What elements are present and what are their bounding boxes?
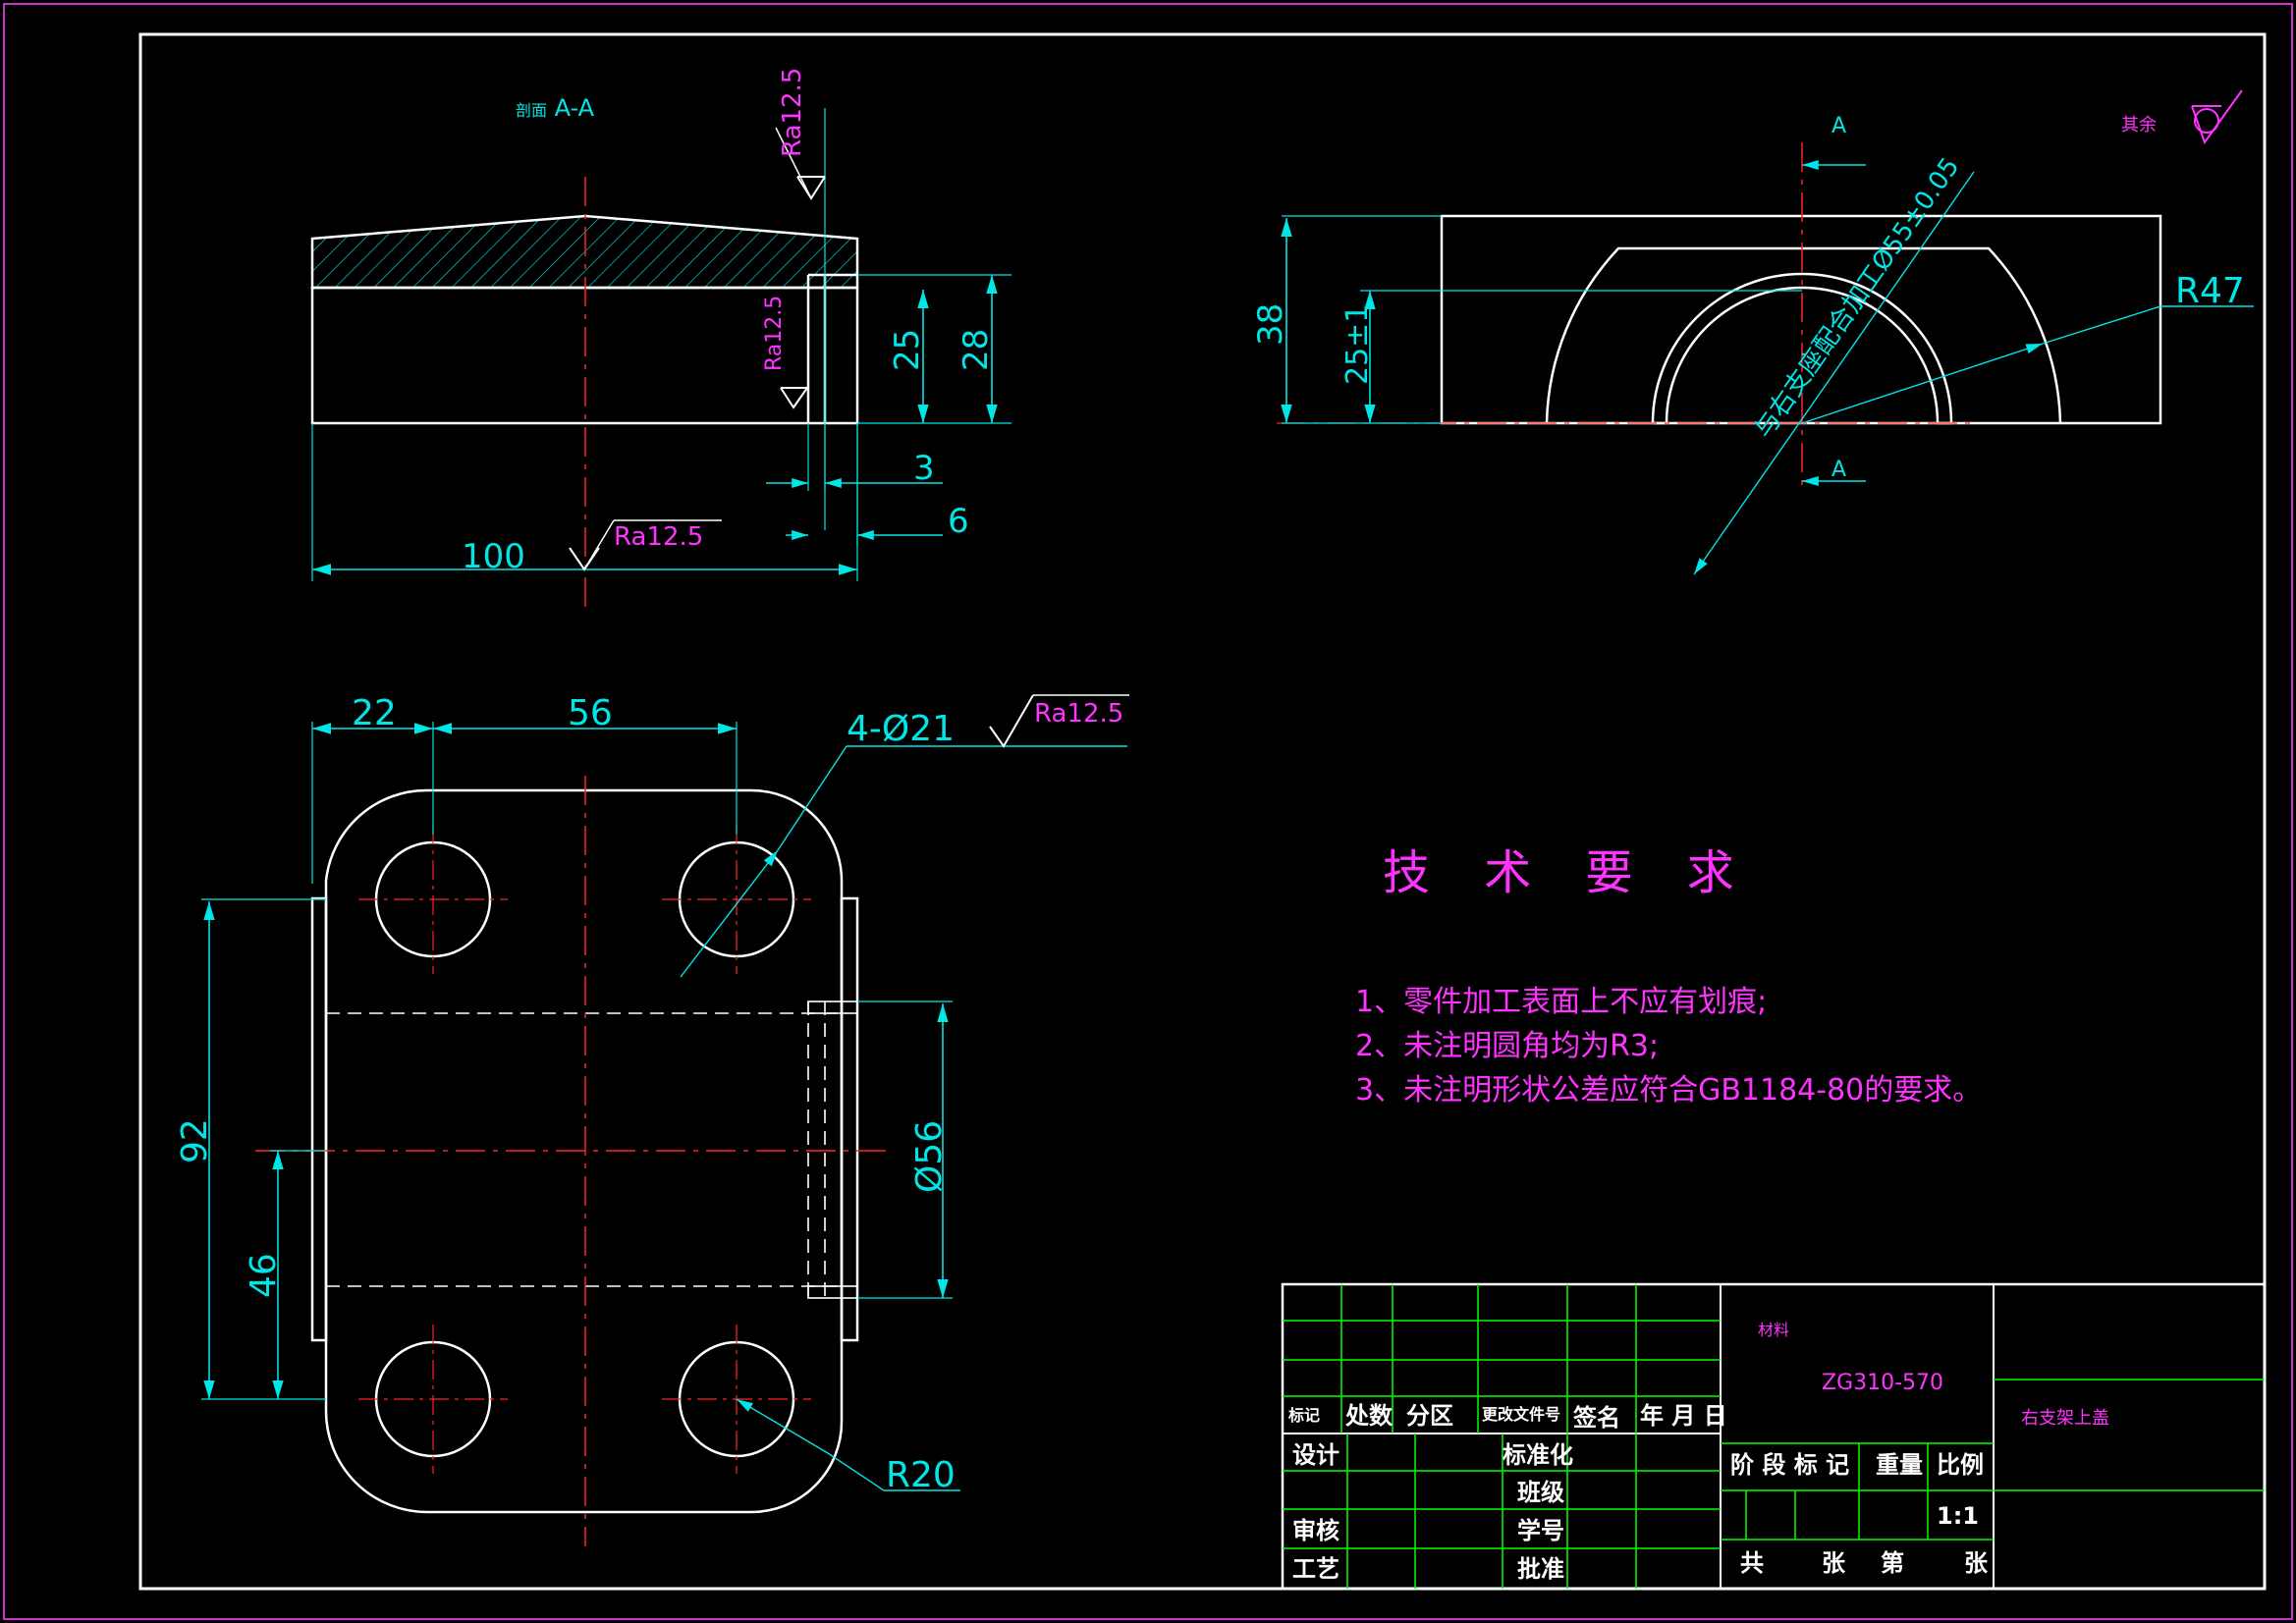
tb-sheets-2: 张 [1964, 1549, 1989, 1577]
ra-holes: Ra12.5 [1034, 699, 1123, 729]
tb-class: 班级 [1517, 1479, 1564, 1506]
dim-22: 22 [352, 693, 397, 733]
title-block [1281, 1282, 2267, 1591]
ra-other-label: 其余 [2121, 115, 2157, 135]
ra-top: Ra12.5 [778, 68, 807, 157]
dim-28: 28 [957, 329, 996, 371]
tb-weight: 重量 [1876, 1451, 1923, 1479]
view-mark-a-bottom: A [1831, 458, 1846, 482]
dim-r47: R47 [2175, 271, 2245, 311]
tb-approve: 批准 [1517, 1555, 1564, 1583]
tb-standard: 标准化 [1503, 1441, 1573, 1469]
section-view: 剖面 A-A 100 25 28 3 6 Ra12.5 [310, 68, 1011, 609]
tb-material: ZG310-570 [1822, 1371, 1943, 1395]
bore-note: 与右支座配合加工Ø55±0.05 [1749, 152, 1965, 444]
tb-sheets-1: 张 [1822, 1549, 1846, 1577]
tb-review: 审核 [1292, 1517, 1339, 1544]
tb-total: 共 [1740, 1549, 1764, 1577]
dim-100: 100 [462, 537, 525, 576]
tech-title: 技 术 要 求 [1383, 845, 1754, 900]
front-view: A A 38 25±1 R47 与右支座配合加工Ø55±0.05 其余 [1251, 89, 2254, 575]
top-view: 22 56 4-Ø21 Ra12.5 92 46 Ø56 R20 [175, 693, 1129, 1546]
dim-6: 6 [948, 502, 969, 541]
dim-dia56: Ø56 [909, 1120, 950, 1193]
dim-46: 46 [244, 1253, 284, 1298]
tb-change-doc: 更改文件号 [1482, 1405, 1560, 1424]
dim-38: 38 [1251, 303, 1290, 346]
tech-item-1: 1、零件加工表面上不应有划痕; [1355, 985, 1767, 1019]
tb-design: 设计 [1292, 1441, 1339, 1469]
tb-part-name: 右支架上盖 [2021, 1408, 2109, 1429]
dim-25-tol: 25±1 [1340, 304, 1375, 385]
tb-zone: 分区 [1406, 1402, 1453, 1430]
tb-material-label: 材料 [1758, 1321, 1789, 1339]
tb-scale: 比例 [1937, 1451, 1984, 1479]
ra-inner: Ra12.5 [762, 296, 787, 371]
tech-item-3: 3、未注明形状公差应符合GB1184-80的要求。 [1355, 1073, 1982, 1108]
section-title: 剖面 A-A [516, 94, 595, 122]
dim-92: 92 [175, 1118, 215, 1163]
tb-scale-value: 1:1 [1937, 1502, 1979, 1530]
tb-stage: 阶 段 标 记 [1730, 1451, 1849, 1479]
title-block-text: 标记 处数 分区 更改文件号 签名 年 月 日 设计 标准化 班级 审核 学号 … [1287, 1321, 2109, 1583]
tb-process: 工艺 [1292, 1555, 1339, 1583]
ra-bottom: Ra12.5 [614, 522, 703, 552]
tb-count: 处数 [1344, 1402, 1394, 1430]
tb-sign: 签名 [1572, 1404, 1620, 1432]
tb-student-no: 学号 [1517, 1517, 1564, 1544]
tb-page: 第 [1881, 1549, 1904, 1577]
dim-holes: 4-Ø21 [847, 709, 955, 749]
dim-56: 56 [568, 693, 613, 733]
view-mark-a-top: A [1831, 114, 1846, 138]
tech-requirements: 技 术 要 求 1、零件加工表面上不应有划痕; 2、未注明圆角均为R3; 3、未… [1355, 845, 1982, 1108]
tb-mark: 标记 [1287, 1406, 1320, 1425]
tech-item-2: 2、未注明圆角均为R3; [1355, 1029, 1659, 1063]
tb-date: 年 月 日 [1640, 1402, 1727, 1430]
dim-3: 3 [913, 449, 935, 488]
dim-r20: R20 [886, 1455, 956, 1495]
outer-border [3, 3, 2293, 1620]
frame-border [138, 32, 2267, 1591]
dim-25: 25 [888, 329, 927, 371]
